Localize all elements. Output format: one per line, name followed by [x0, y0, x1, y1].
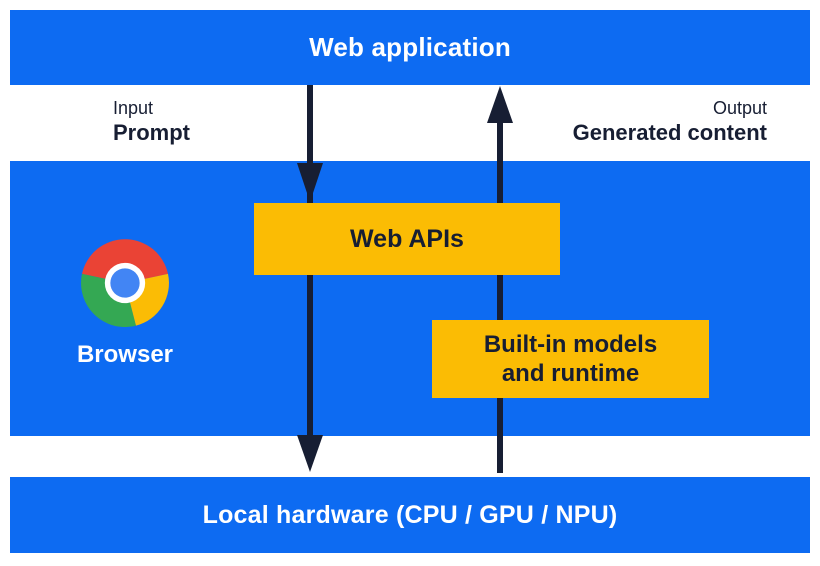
- input-arrowhead-hardware: [297, 435, 323, 472]
- output-arrowhead-web-application: [487, 86, 513, 123]
- chrome-browser-icon: [81, 239, 169, 327]
- chrome-logo-red-segment: [82, 239, 168, 283]
- input-label: Prompt: [113, 120, 190, 145]
- output-annotation: Output Generated content: [573, 97, 767, 146]
- web-application-label: Web application: [309, 32, 511, 62]
- builtin-models-line1: Built-in models: [483, 331, 658, 358]
- local-hardware-label: Local hardware (CPU / GPU / NPU): [202, 500, 618, 529]
- builtin-models-box: Built-in models and runtime: [432, 320, 709, 398]
- local-hardware-bar: Local hardware (CPU / GPU / NPU): [10, 477, 810, 553]
- web-application-bar: Web application: [10, 10, 810, 85]
- web-apis-label: Web APIs: [350, 224, 464, 253]
- web-apis-box: Web APIs: [254, 203, 560, 275]
- builtin-models-line2: and runtime: [501, 360, 640, 387]
- builtin-models-label: Built-in models and runtime: [484, 330, 657, 388]
- chrome-logo-blue-center: [110, 268, 140, 298]
- output-arrow-line: [497, 120, 503, 473]
- browser-label: Browser: [76, 341, 174, 368]
- input-annotation: Input Prompt: [113, 97, 190, 146]
- output-label: Generated content: [572, 120, 767, 145]
- output-caption: Output: [712, 98, 767, 118]
- input-caption: Input: [113, 98, 154, 118]
- input-arrowhead-web-apis: [297, 163, 323, 202]
